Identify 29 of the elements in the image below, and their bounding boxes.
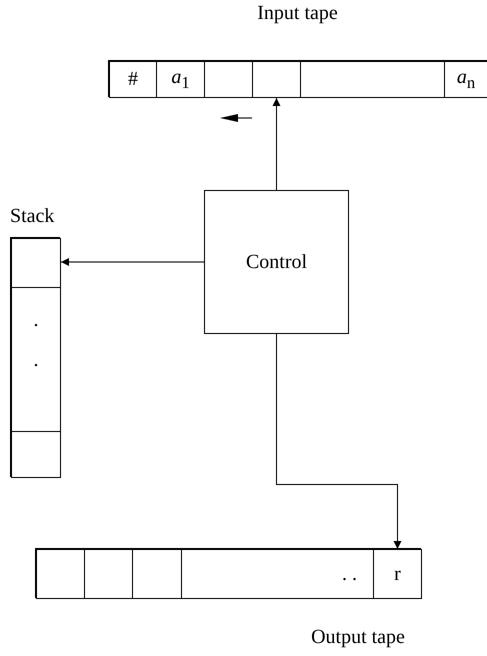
cell-text: r <box>394 562 401 586</box>
tape-cell <box>132 549 182 599</box>
tape-cell <box>36 549 85 599</box>
cell-text: . . <box>342 562 357 586</box>
tape-cell <box>300 61 445 98</box>
cell-text: a$_{n}$ <box>456 66 476 93</box>
tape-cell <box>204 61 253 98</box>
tape-cell <box>156 61 205 98</box>
cell-text: a$_{1}$ <box>171 66 190 93</box>
cell-text: . <box>34 308 38 332</box>
cell-text: . <box>34 349 38 372</box>
box-label: Control <box>246 250 308 274</box>
stack-cell <box>11 287 61 432</box>
tape-cell <box>84 549 133 599</box>
tape-cell <box>109 61 157 98</box>
stack-cell <box>11 431 61 478</box>
tape-cell <box>444 61 487 98</box>
cell-text: # <box>128 68 138 91</box>
arrow <box>276 334 402 550</box>
tape-label: Output tape <box>311 626 405 648</box>
tape-label: Input tape <box>257 2 338 24</box>
arrow <box>60 258 204 266</box>
arrow <box>272 98 280 190</box>
stack-cell <box>11 238 61 288</box>
tape-cell <box>181 549 374 599</box>
tape-cell <box>252 61 301 98</box>
tape-cell <box>373 549 422 599</box>
control-box <box>204 190 349 334</box>
tape-label: Stack <box>10 205 54 227</box>
